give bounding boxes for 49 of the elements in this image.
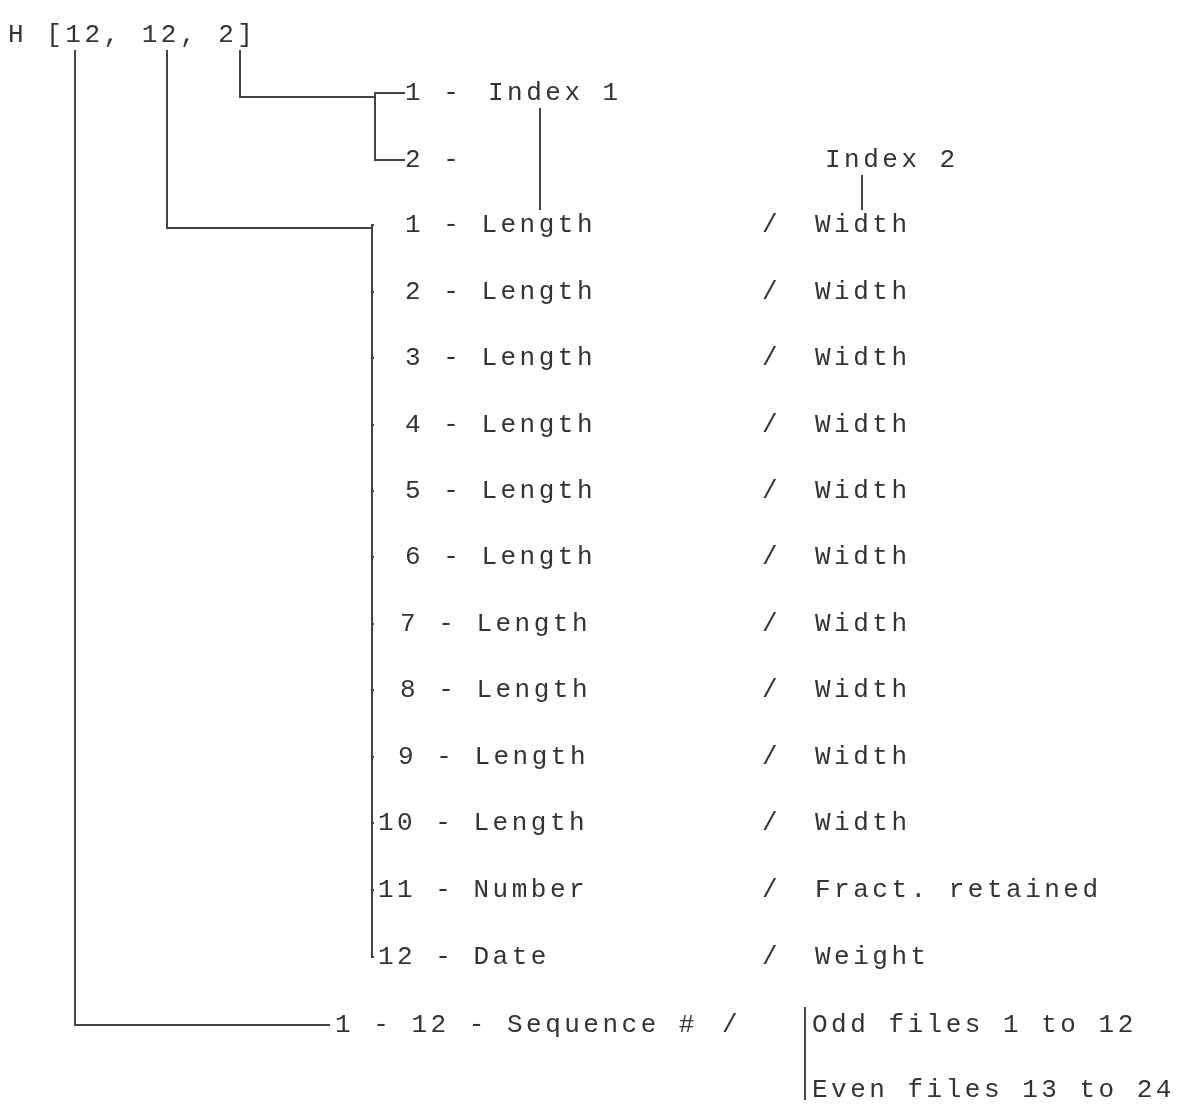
field-name: Fract. retained <box>815 875 1102 905</box>
row-label: 10 - Length <box>378 808 589 838</box>
separator-slash: / <box>762 742 782 772</box>
row-label: 12 - Date <box>378 942 550 972</box>
row-label: 8 - Length <box>400 675 592 705</box>
field-name: Width <box>815 476 911 506</box>
leader-line <box>861 174 863 211</box>
separator-slash: / <box>762 542 782 572</box>
row-label: 4 - Length <box>405 410 597 440</box>
row-label: 11 - Number <box>378 875 589 905</box>
array-heading: H [12, 12, 2] <box>8 20 257 50</box>
separator-slash: / <box>762 343 782 373</box>
separator-slash: / <box>762 210 782 240</box>
row-label: 2 - <box>405 145 463 175</box>
separator-slash: / <box>762 609 782 639</box>
bracket-line <box>74 49 331 1026</box>
separator-slash: / <box>762 410 782 440</box>
row-label: 9 - Length <box>398 742 590 772</box>
field-name: Width <box>815 277 911 307</box>
row-label: 1 - <box>405 78 463 108</box>
index-label: Index 1 <box>488 78 622 108</box>
field-name: Width <box>815 609 911 639</box>
row-label: 3 - Length <box>405 343 597 373</box>
leader-line <box>539 107 541 211</box>
field-name: Weight <box>815 942 930 972</box>
row-label: 5 - Length <box>405 476 597 506</box>
file-note: Odd files 1 to 12 <box>812 1010 1137 1040</box>
separator-slash: / <box>762 675 782 705</box>
separator-slash: / <box>762 942 782 972</box>
separator-slash: / <box>762 808 782 838</box>
field-name: Width <box>815 542 911 572</box>
row-label: 6 - Length <box>405 542 597 572</box>
row-label: 1 - 12 - Sequence # <box>335 1010 698 1040</box>
row-label: 7 - Length <box>400 609 592 639</box>
separator-slash: / <box>722 1010 742 1040</box>
separator-slash: / <box>762 875 782 905</box>
separator-slash: / <box>762 476 782 506</box>
separator-slash: / <box>762 277 782 307</box>
row-label: 1 - Length <box>405 210 597 240</box>
field-name: Width <box>815 343 911 373</box>
field-name: Width <box>815 410 911 440</box>
field-name: Width <box>815 675 911 705</box>
bracket-line <box>239 49 406 161</box>
index-label: Index 2 <box>825 145 959 175</box>
field-name: Width <box>815 808 911 838</box>
field-name: Width <box>815 210 911 240</box>
field-name: Width <box>815 742 911 772</box>
row-label: 2 - Length <box>405 277 597 307</box>
file-note: Even files 13 to 24 <box>812 1075 1175 1105</box>
